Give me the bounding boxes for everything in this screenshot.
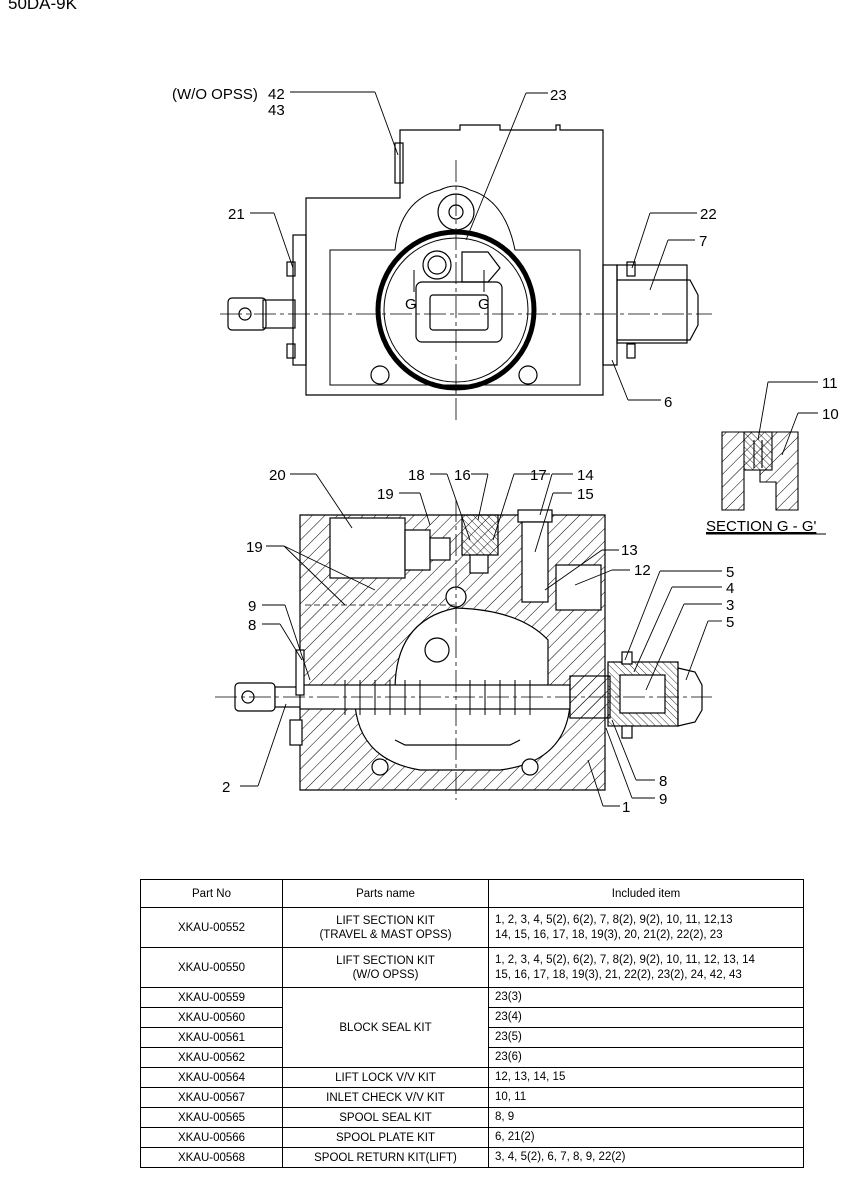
label-3: 3 [726,597,734,614]
table-row: XKAU-00561 23(5) [140,1027,804,1048]
parts-name-cell-block-seal: BLOCK SEAL KIT [282,987,489,1068]
label-11: 11 [822,375,838,392]
included-item-cell: 23(4) [488,1007,804,1028]
table-row: XKAU-00564 LIFT LOCK V/V KIT 12, 13, 14,… [140,1067,804,1088]
label-43: 43 [268,102,285,119]
included-item-cell: 1, 2, 3, 4, 5(2), 6(2), 7, 8(2), 9(2), 1… [488,907,804,948]
section-marker-g [413,270,485,292]
part-no-cell: XKAU-00567 [140,1087,283,1108]
included-item-cell: 1, 2, 3, 4, 5(2), 6(2), 7, 8(2), 9(2), 1… [488,947,804,988]
label-22: 22 [700,206,717,223]
label-15: 15 [577,486,594,503]
part-no-cell: XKAU-00568 [140,1147,283,1168]
parts-name-cell: LIFT LOCK V/V KIT [282,1067,489,1088]
part-no-cell: XKAU-00552 [140,907,283,948]
header-included-item: Included item [488,879,804,908]
parts-name-cell: SPOOL RETURN KIT(LIFT) [282,1147,489,1168]
parts-name-cell: INLET CHECK V/V KIT [282,1087,489,1108]
included-item-cell: 23(5) [488,1027,804,1048]
table-row: XKAU-00568 SPOOL RETURN KIT(LIFT) 3, 4, … [140,1147,804,1168]
part-no-cell: XKAU-00550 [140,947,283,988]
parts-name-cell: SPOOL PLATE KIT [282,1127,489,1148]
part-no-cell: XKAU-00561 [140,1027,283,1048]
label-g-left: G [405,296,417,313]
label-2: 2 [222,779,230,796]
label-5-lower: 5 [726,614,734,631]
top-view-leaders [250,91,697,401]
included-item-cell: 23(6) [488,1047,804,1068]
label-6: 6 [664,394,672,411]
included-item-cell: 12, 13, 14, 15 [488,1067,804,1088]
part-no-cell: XKAU-00560 [140,1007,283,1028]
label-wo-opss: (W/O OPSS) [172,86,258,103]
included-item-cell: 10, 11 [488,1087,804,1108]
part-no-cell: XKAU-00565 [140,1107,283,1128]
parts-kit-table: Part No Parts name Included item XKAU-00… [140,879,804,1168]
table-row: XKAU-00566 SPOOL PLATE KIT 6, 21(2) [140,1127,804,1148]
section-g-view [721,431,799,511]
table-row: XKAU-00552 LIFT SECTION KIT(TRAVEL & MAS… [140,907,804,948]
label-10: 10 [822,406,839,423]
table-row: XKAU-00550 LIFT SECTION KIT(W/O OPSS) 1,… [140,947,804,988]
parts-name-cell: SPOOL SEAL KIT [282,1107,489,1128]
part-no-cell: XKAU-00559 [140,987,283,1008]
label-19-top: 19 [377,486,394,503]
section-title: SECTION G - G' [706,518,817,535]
label-5-upper: 5 [726,564,734,581]
parts-name-cell: LIFT SECTION KIT(W/O OPSS) [282,947,489,988]
table-row: XKAU-00565 SPOOL SEAL KIT 8, 9 [140,1107,804,1128]
part-no-cell: XKAU-00564 [140,1067,283,1088]
label-g-right: G [478,296,490,313]
label-9-right: 9 [659,791,667,808]
table-header-row: Part No Parts name Included item [140,879,804,908]
label-17: 17 [530,467,547,484]
part-no-cell: XKAU-00566 [140,1127,283,1148]
parts-name-cell: LIFT SECTION KIT(TRAVEL & MAST OPSS) [282,907,489,948]
label-21: 21 [228,206,245,223]
included-item-cell: 8, 9 [488,1107,804,1128]
label-8-right: 8 [659,773,667,790]
label-16: 16 [454,467,471,484]
exploded-parts-diagram: (W/O OPSS) 42 43 23 21 22 7 6 G G 11 10 … [172,86,839,816]
part-no-cell: XKAU-00562 [140,1047,283,1068]
section-leaders [757,381,818,456]
lower-view-leaders [240,473,722,807]
label-13: 13 [621,542,638,559]
label-18: 18 [408,467,425,484]
label-19-left: 19 [246,539,263,556]
label-4: 4 [726,580,734,597]
table-row: XKAU-00562 23(6) [140,1047,804,1068]
header-parts-name: Parts name [282,879,489,908]
label-42: 42 [268,86,285,103]
label-14: 14 [577,467,594,484]
table-row: XKAU-00567 INLET CHECK V/V KIT 10, 11 [140,1087,804,1108]
label-7: 7 [699,233,707,250]
label-9-left: 9 [248,598,256,615]
included-item-cell: 6, 21(2) [488,1127,804,1148]
label-12: 12 [634,562,651,579]
label-8-left: 8 [248,617,256,634]
page-header-model: 50DA-9K [8,0,77,13]
top-view [220,124,712,420]
table-row: XKAU-00559 BLOCK SEAL KIT 23(3) [140,987,804,1068]
label-1: 1 [622,799,630,816]
included-item-cell: 3, 4, 5(2), 6, 7, 8, 9, 22(2) [488,1147,804,1168]
header-part-no: Part No [140,879,283,908]
label-20: 20 [269,467,286,484]
included-item-cell: 23(3) [488,987,804,1008]
label-23: 23 [550,87,567,104]
